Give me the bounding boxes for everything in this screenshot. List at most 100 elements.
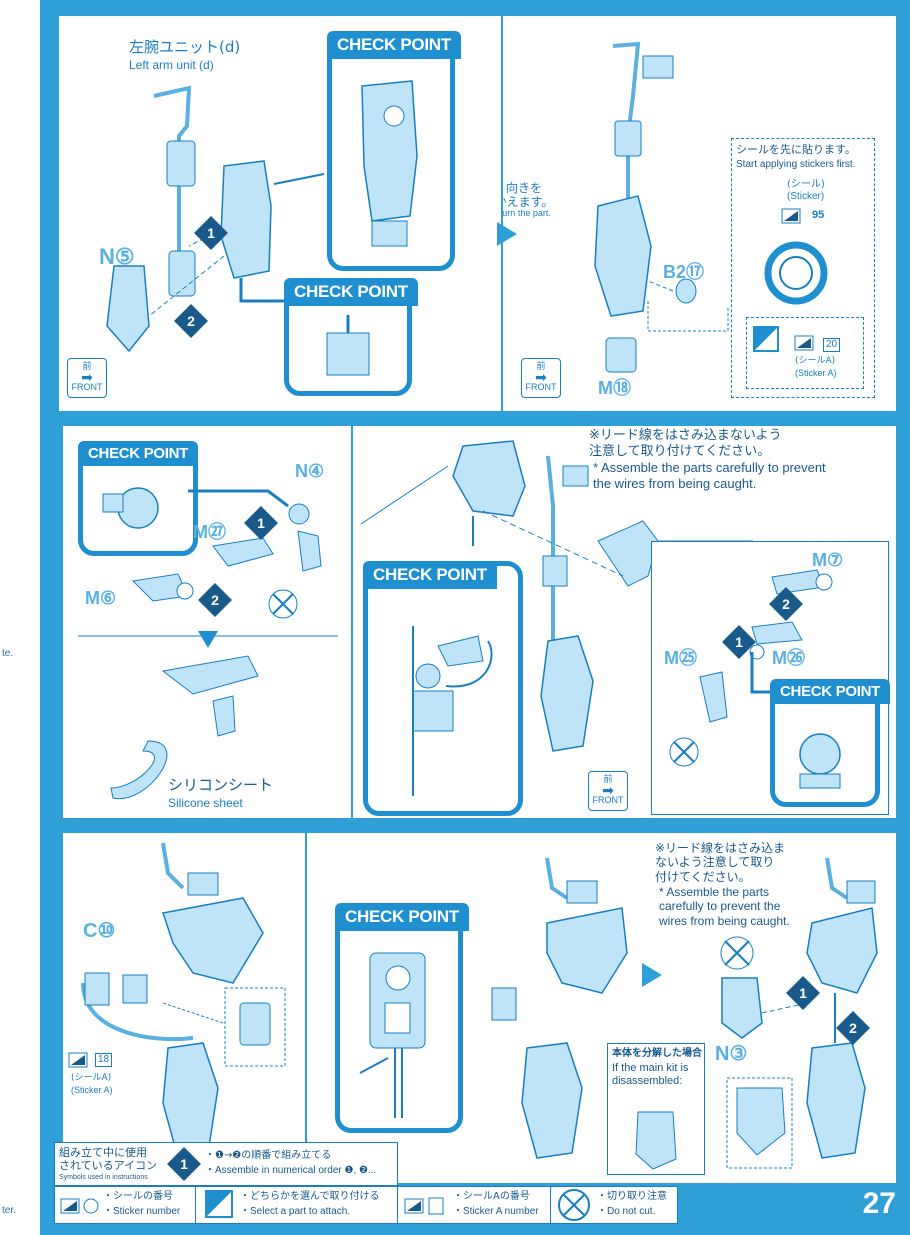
check-point-illustration <box>412 626 493 796</box>
stickerA-label-en: (Sticker A) <box>71 1085 113 1095</box>
check-point-box: CHECK POINT <box>335 903 469 1133</box>
part-label-m18: M⑱ <box>598 378 631 398</box>
silicone-sheet-label-jp: シリコンシート <box>168 776 274 794</box>
next-step-arrow-icon <box>497 222 517 246</box>
hand-sub-panel: 2 1 M⑦ M㉕ M㉖ CHECK POINT <box>651 541 891 815</box>
panel-sticker-apply: 向きを かえます。 Turn the part. B2⑰ M⑱ シールを先に貼り… <box>502 15 897 412</box>
front-direction-icon: 前 ➡ FRONT <box>521 358 561 398</box>
arm-illustration <box>594 41 729 373</box>
check-point-box: CHECK POINT <box>770 679 891 807</box>
disassembled-label-en: If the main kit is disassembled: <box>612 1062 689 1088</box>
stickerA-number: 18 <box>95 1053 113 1067</box>
step-1-icon: 1 <box>194 216 228 250</box>
front-label-jp: 前 <box>536 361 546 371</box>
panel-wire-routing: C⑩ 18 (シールA) (Sticker A) <box>62 832 306 1184</box>
assembled-arm-illustration <box>491 857 878 1169</box>
sticker-icon <box>764 208 828 305</box>
wire-routing-illustration <box>68 842 286 1159</box>
left-arm-unit-label-en: Left arm unit (d) <box>129 58 214 72</box>
select-part-icon <box>205 1190 233 1218</box>
legend-order-en: ・Assemble in numerical order ❶, ❷... <box>205 1165 377 1176</box>
legend-select-jp: ・どちらかを選んで取り付ける <box>240 1191 380 1202</box>
legend-nocut-jp: ・切り取り注意 <box>597 1191 667 1202</box>
part-label-n3: N③ <box>715 1043 748 1065</box>
stickerA-label-jp: (シールA) <box>795 356 836 366</box>
front-label-en: FRONT <box>71 382 103 392</box>
disassembled-label-jp: 本体を分解した場合 <box>612 1048 702 1059</box>
legend-stickerA-jp: ・シールAの番号 <box>453 1191 530 1202</box>
step-2-icon: 2 <box>174 304 208 338</box>
part-label-m25: M㉕ <box>664 648 697 668</box>
edge-fragment: ter. <box>2 1205 16 1216</box>
part-label-m6: M⑥ <box>85 588 117 608</box>
wire-warning-en: * Assemble the parts carefully to preven… <box>593 460 826 491</box>
legend-order-jp: ・❶→❷の順番で組み立てる <box>205 1150 332 1161</box>
legend-title-jp: 組み立て中に使用 されているアイコン <box>59 1146 158 1173</box>
part-label-n4: N④ <box>295 461 325 481</box>
legend-symbols: ・シールの番号 ・Sticker number ・どちらかを選んで取り付ける ・… <box>54 1186 678 1224</box>
check-point-illustration <box>799 733 841 789</box>
part-label-m27: M㉗ <box>193 522 226 542</box>
sticker-label-en: (Sticker) <box>787 191 825 202</box>
forearm-illustration <box>360 440 753 752</box>
check-point-illustration <box>359 952 426 1118</box>
page-number: 27 <box>862 1187 896 1220</box>
stickerA-label-jp: (シールA) <box>71 1073 112 1083</box>
wire-warning-jp: ※リード線をはさみ込ま ないよう注意して取り 付けてください。 <box>655 841 786 884</box>
disassembled-part-illustration <box>635 1111 677 1170</box>
check-point-label: CHECK POINT <box>78 441 199 466</box>
check-point-box: CHECK POINT <box>284 278 418 396</box>
step-1-icon: 1 <box>722 625 756 659</box>
previous-page-edge: te. ter. <box>0 0 40 1235</box>
front-label-en: FRONT <box>525 382 557 392</box>
part-label-c10: C⑩ <box>83 920 116 942</box>
front-label-en: FRONT <box>592 795 624 805</box>
check-point-illustration <box>361 80 418 247</box>
wire-warning-jp: ※リード線をはさみ込まないよう 注意して取り付けてください。 <box>589 428 782 459</box>
left-arm-illustration <box>106 85 325 353</box>
part-label-m26: M㉖ <box>772 648 805 668</box>
step-1-icon: 1 <box>244 506 278 540</box>
turn-part-label-jp: 向きを かえます。 <box>503 181 554 210</box>
step-2-icon: 2 <box>769 587 803 621</box>
legend-nocut-en: ・Do not cut. <box>597 1206 656 1217</box>
check-point-label: CHECK POINT <box>363 561 497 589</box>
legend-sticker-en: ・Sticker number <box>103 1206 181 1217</box>
step-2-icon: 2 <box>836 1011 870 1045</box>
check-point-label: CHECK POINT <box>770 679 891 704</box>
check-point-illustration <box>326 315 370 376</box>
check-point-box: CHECK POINT <box>327 31 461 271</box>
stickerA-number: 20 <box>823 338 841 352</box>
check-point-box: CHECK POINT <box>78 441 199 556</box>
legend-order: 組み立て中に使用 されているアイコン Symbols used in instr… <box>54 1142 398 1186</box>
front-label-jp: 前 <box>603 774 613 784</box>
part-label-b2-17: B2⑰ <box>663 262 705 282</box>
stickerA-number-icon <box>404 1197 444 1215</box>
panel-forearm-assembly: ※リード線をはさみ込まないよう 注意して取り付けてください。 * Assembl… <box>352 425 897 819</box>
panel-wire-check: CHECK POINT <box>306 832 897 1184</box>
panel-left-arm-unit: 左腕ユニット(d) Left arm unit (d) N⑤ 1 2 CHECK… <box>58 15 502 412</box>
legend-title-en: Symbols used in instructions <box>59 1174 148 1181</box>
step-1-icon: 1 <box>167 1147 201 1181</box>
step-2-icon: 2 <box>198 583 232 617</box>
step-1-icon: 1 <box>786 976 820 1010</box>
check-point-box: CHECK POINT <box>363 561 523 816</box>
check-point-label: CHECK POINT <box>284 278 418 306</box>
check-point-illustration <box>102 487 159 529</box>
wire-warning-en: * Assemble the parts carefully to preven… <box>659 885 790 928</box>
sticker-number: 95 <box>812 209 825 221</box>
stickerA-inner-box: 20 (シールA) (Sticker A) <box>746 317 864 389</box>
legend-select-en: ・Select a part to attach. <box>240 1206 351 1217</box>
sticker-first-label-en: Start applying stickers first. <box>736 159 856 170</box>
sticker-number-icon <box>60 1198 99 1214</box>
sticker-first-label-jp: シールを先に貼ります。 <box>736 143 856 156</box>
do-not-cut-icon <box>558 1189 590 1221</box>
stickerA-label-en: (Sticker A) <box>795 368 837 378</box>
check-point-label: CHECK POINT <box>327 31 461 59</box>
disassembled-box: 本体を分解した場合 If the main kit is disassemble… <box>607 1043 705 1175</box>
left-arm-unit-label-jp: 左腕ユニット(d) <box>129 38 241 56</box>
edge-fragment: te. <box>2 648 14 659</box>
front-direction-icon: 前 ➡ FRONT <box>588 771 628 811</box>
select-part-icon <box>753 326 814 352</box>
